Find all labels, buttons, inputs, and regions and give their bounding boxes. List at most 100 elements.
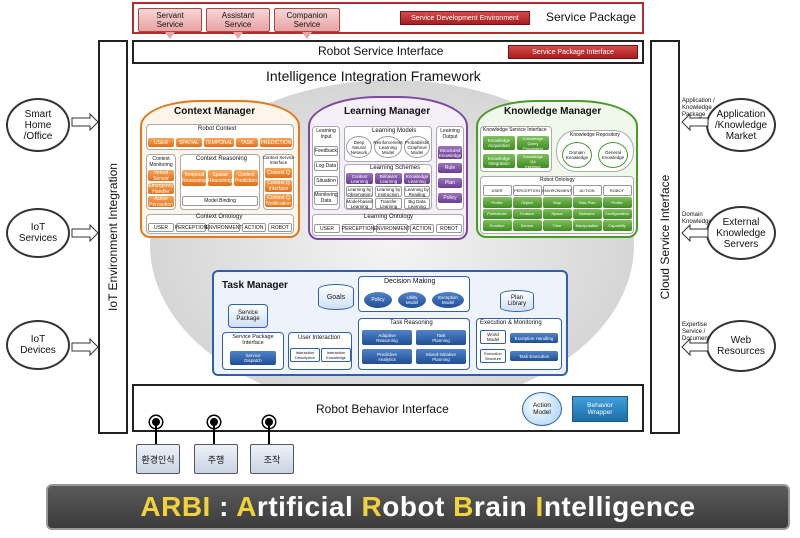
interaction-description: Interaction Description xyxy=(290,348,320,362)
knowledge-repository-label: Knowledge Repository xyxy=(570,132,621,138)
context-manager-title: Context Manager xyxy=(174,106,256,117)
plan-library: Plan Library xyxy=(500,290,534,312)
connector-line xyxy=(213,424,215,446)
package-pointer xyxy=(165,32,175,39)
context-tag-temporal: TEMPORAL xyxy=(204,138,234,147)
learning-schemes-label: Learning Schemes xyxy=(370,165,421,171)
policy-chip: Policy xyxy=(364,292,392,308)
behavior-wrapper[interactable]: Behavior Wrapper xyxy=(572,396,628,422)
goals: Goals xyxy=(318,284,354,310)
decision-making-label: Decision Making xyxy=(384,278,436,285)
task-reasoning-label: Task Reasoning xyxy=(390,320,433,326)
context-tag-spatial: SPATIAL xyxy=(176,138,202,147)
robot-ontology-cell: Feature xyxy=(512,208,542,220)
navigation-button[interactable]: 주행 xyxy=(194,444,238,474)
context-tag-prediction: PREDICTION xyxy=(260,138,292,147)
robot-service-interface-title: Robot Service Interface xyxy=(318,44,444,58)
virtual-sensor: Virtual Sensor xyxy=(148,170,174,182)
monitoring-data: Monitoring Data xyxy=(314,191,338,205)
service-development-environment[interactable]: Service Development Environment xyxy=(400,11,530,25)
learning-output-label: Learning Output xyxy=(440,128,460,140)
learning-ontology-perception: PERCEPTION xyxy=(341,224,375,233)
right-arrows xyxy=(681,112,709,357)
learning-ontology-user: USER xyxy=(314,224,340,233)
banner-part: A xyxy=(236,491,257,522)
learning-input-label: Learning Input xyxy=(316,128,336,140)
temporal-reasoning: Temporal Reasoning xyxy=(182,170,206,186)
service-package-store: Service Package xyxy=(228,304,268,328)
arbi-banner: ARBI : Artificial Robot Brain Intelligen… xyxy=(46,484,790,530)
domain-knowledge: Domain Knowledge xyxy=(562,142,592,168)
robot-ontology-cell: Emotion xyxy=(482,220,512,231)
log-data: Log Data xyxy=(314,161,338,171)
iot-devices-cloud: IoT Devices xyxy=(6,320,70,370)
robot-ontology-head: ENVIRONMENT xyxy=(542,185,572,196)
package-pointer xyxy=(302,32,312,39)
spatial-reasoning: Spatial Reasoning xyxy=(208,170,232,186)
banner-part: rtificial xyxy=(256,491,362,522)
iot-environment-integration-bar xyxy=(98,40,128,434)
learning-ontology-action: ACTION xyxy=(410,224,434,233)
robot-ontology-head: PERCEPTION xyxy=(512,185,542,196)
robot-ontology-cell: Preference xyxy=(482,208,512,220)
policy: Policy xyxy=(438,193,462,203)
left-arrows xyxy=(71,112,99,357)
connector-line xyxy=(155,424,157,446)
arbi-banner-text: ARBI : Artificial Robot Brain Intelligen… xyxy=(140,491,695,523)
learning-by-observation: Learning by Observation xyxy=(346,186,373,197)
exception-model: Exception Model xyxy=(432,292,464,308)
world-model: World Model xyxy=(480,330,506,344)
robot-ontology-head: USER xyxy=(482,185,512,196)
context-monitoring-label: Context Monitoring xyxy=(149,156,173,168)
banner-part: R xyxy=(361,491,383,522)
transfer-learning: Transfer Learning xyxy=(375,198,402,209)
robot-ontology-cell: Manipulation xyxy=(572,220,602,231)
domain-knowledge-caption: Domain Knowledge xyxy=(682,212,712,225)
probabilistic-graphical-model: Probabilistic Graphical Model xyxy=(404,136,430,158)
robot-ontology-cell: Time xyxy=(542,220,572,231)
spi-label: Service Package Interface xyxy=(232,334,274,346)
assistant-service-button[interactable]: Assistant Service xyxy=(206,8,270,32)
context-ontology-environment: ENVIRONMENT xyxy=(205,223,243,232)
banner-part: I xyxy=(535,491,544,522)
context-reasoning-label: Context Reasoning xyxy=(196,156,248,162)
service-package-interface-button[interactable]: Service Package Interface xyxy=(508,45,638,59)
robot-ontology-cell: Capability xyxy=(602,220,632,231)
iot-services-cloud: IoT Services xyxy=(6,208,70,258)
task-planning: Task Planning xyxy=(416,330,466,345)
learning-by-instruction: Learning by Instruction xyxy=(375,186,402,197)
reinforcement-learning-model: Reinforcement Learning Model xyxy=(373,136,403,158)
context-tag-user: USER xyxy=(148,138,174,147)
learning-ontology-robot: ROBOT xyxy=(436,224,462,233)
learning-ontology-label: Learning Ontology xyxy=(364,214,414,220)
exception-handling: Exception Handling xyxy=(510,333,558,343)
knowledge-service-interface-label: Knowledge Service Interface xyxy=(483,127,547,133)
execution-monitoring-label: Execution & Monitoring xyxy=(480,320,542,326)
servant-service-button[interactable]: Servant Service xyxy=(138,8,202,32)
deep-neural-network: Deep Neural Network xyxy=(346,136,372,158)
manipulation-button[interactable]: 조작 xyxy=(250,444,294,474)
knowledge-acquisition: Knowledge Acquisition xyxy=(483,136,515,150)
context-q: Context Q xyxy=(265,168,292,178)
cloud-service-interface-bar xyxy=(650,40,680,434)
robot-ontology-cell: Object xyxy=(512,196,542,208)
environment-recognition-button[interactable]: 환경인식 xyxy=(136,444,180,474)
context-prediction: Context Prediction xyxy=(234,170,258,186)
robot-ontology-cell: Map xyxy=(542,196,572,208)
application-market-cloud: Application /Knowledge Market xyxy=(706,98,776,152)
package-pointer xyxy=(233,32,243,39)
action-model[interactable]: Action Model xyxy=(522,392,562,426)
learning-ontology-environment: ENVIRONMENT xyxy=(373,224,411,233)
feedback: Feedback xyxy=(314,146,338,156)
robot-ontology-cell: Profile xyxy=(482,196,512,208)
knowledge-qa-interface: Knowledge QA Interface xyxy=(517,154,549,169)
context-service-interface-label: Context Service Interface xyxy=(262,155,295,165)
context-ontology-label: Context Ontology xyxy=(196,214,243,220)
context-q-interface: Context Q Interface xyxy=(265,180,292,192)
knowledge-manager-title: Knowledge Manager xyxy=(504,106,602,117)
banner-part: B xyxy=(453,491,474,522)
expertise-service-caption: Expertise Service / Document xyxy=(682,322,710,342)
knowledge-query-processing: Knowledge Query Processing xyxy=(517,136,549,151)
companion-service-button[interactable]: Companion Service xyxy=(274,8,340,32)
